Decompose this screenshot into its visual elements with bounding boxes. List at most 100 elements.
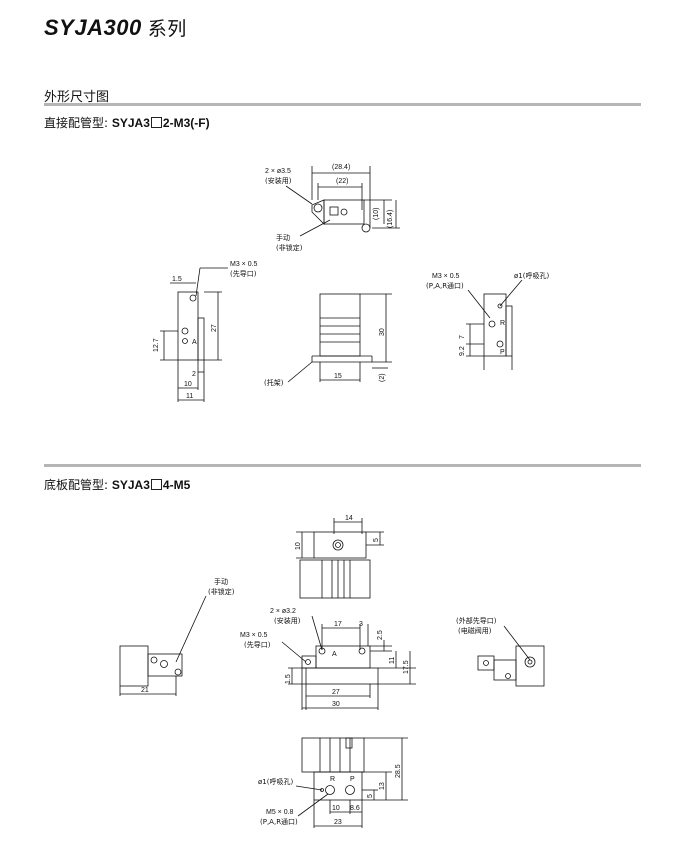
- p2-bottom-port-note: (P,A,R通口): [260, 817, 298, 826]
- p1-mount-holes: 2 × ø3.5: [265, 168, 291, 175]
- p1-mount-note: (安装用): [265, 176, 292, 185]
- series-suffix: 系列: [147, 18, 187, 40]
- p1-mid-d1: 30: [379, 328, 386, 336]
- part1-code-a: SYJA3: [111, 116, 150, 130]
- p2-bottom-breather: ø1(呼吸孔): [258, 777, 293, 786]
- p1-right-view: M3 × 0.5 (P,A,R通口) ø1(呼吸孔) R P 7 9.2: [426, 271, 549, 370]
- p1-left-d5: 10: [184, 381, 192, 388]
- blank-box-icon: [150, 479, 162, 490]
- mount-hole-icon: [313, 203, 323, 213]
- p1-left-d2: 12.7: [153, 338, 160, 352]
- port-icon: [488, 320, 496, 328]
- p1-right-port-p: P: [500, 349, 505, 356]
- p1-dim-w: (28.4): [332, 164, 350, 171]
- port-icon: [305, 659, 311, 665]
- p1-left-d4: 2: [192, 371, 196, 378]
- p2-bottom-d1: 28.5: [395, 764, 402, 778]
- p2-bottom-port-p: P: [350, 776, 355, 783]
- blank-box-icon: [150, 117, 162, 128]
- mount-hole-icon: [150, 656, 158, 664]
- p1-right-port-note: (P,A,R通口): [426, 281, 464, 290]
- mount-hole-icon: [361, 223, 371, 233]
- port-icon: [345, 785, 355, 795]
- port-icon: [524, 656, 536, 668]
- p2-center-d5: 17.5: [403, 660, 410, 674]
- p2-bottom-d3: 5: [367, 794, 374, 798]
- p2-manual: 手动: [214, 577, 228, 586]
- p2-center-d4: 11: [389, 657, 396, 664]
- p2-bottom-d6: 23: [334, 819, 342, 826]
- p1-right-d1: 7: [459, 335, 466, 339]
- p2-bottom-d2: 13: [379, 782, 386, 790]
- mount-hole-icon: [358, 647, 366, 655]
- p2-center-d2: 3: [359, 621, 363, 628]
- p1-right-port-r: R: [500, 320, 505, 327]
- p1-dim-h2: (16.4): [387, 210, 394, 228]
- p1-left-d3: 27: [211, 324, 218, 332]
- p1-left-d1: 1.5: [172, 276, 182, 283]
- p2-mount-note: (安装用): [274, 616, 301, 625]
- section-rule: [44, 103, 641, 106]
- p1-right-port-thread: M3 × 0.5: [432, 273, 460, 280]
- p1-mid-view: 30 15 (2) (托架): [264, 293, 392, 387]
- p1-manual-note: (非锁定): [276, 243, 303, 252]
- p2-top-view: 14 5 10: [295, 515, 384, 599]
- p2-right-view: (外部先导口) (电磁阀用): [456, 616, 545, 687]
- p1-left-port-a: A: [192, 339, 197, 346]
- part1-label: 直接配管型:: [44, 116, 109, 130]
- p2-center-d6: 1.5: [285, 674, 292, 684]
- p2-center-d7: 27: [332, 689, 340, 696]
- part2-code-a: SYJA3: [111, 478, 150, 492]
- port-icon: [332, 539, 344, 551]
- p2-top-d1: 14: [345, 515, 353, 522]
- breather-icon: [497, 303, 503, 309]
- p2-ext-pilot-note: (电磁阀用): [458, 626, 492, 635]
- section-title: 外形尺寸图: [44, 90, 110, 105]
- port-icon: [181, 327, 189, 335]
- p2-center-d8: 30: [332, 701, 340, 708]
- p1-right-breather: ø1(呼吸孔): [514, 271, 549, 280]
- port-icon: [496, 340, 504, 348]
- p1-dim-h1: (10): [373, 208, 380, 220]
- p1-mid-bracket: (托架): [264, 378, 284, 387]
- p2-mount-holes: 2 × ø3.2: [270, 608, 296, 615]
- series-name: SYJA300: [44, 15, 142, 40]
- p1-mid-d3: (2): [379, 373, 386, 382]
- mount-hole-icon: [318, 647, 326, 655]
- p2-top-d2: 5: [373, 538, 380, 542]
- p2-port-note: (先导口): [244, 640, 271, 649]
- p1-left-d6: 11: [186, 393, 193, 400]
- mount-hole-icon: [174, 668, 182, 676]
- port-icon: [189, 294, 197, 302]
- p2-bottom-d4: 10: [332, 805, 340, 812]
- p2-bottom-port-thread: M5 × 0.8: [266, 809, 294, 816]
- p1-top-view: 2 × ø3.5 (安装用) (28.4) (22) (10) (16.4) 手…: [265, 164, 400, 252]
- p1-right-d2: 9.2: [459, 346, 466, 356]
- p2-ext-pilot: (外部先导口): [456, 616, 497, 625]
- p2-center-port-a: A: [332, 651, 337, 658]
- port-icon: [340, 208, 348, 216]
- port-icon: [325, 785, 335, 795]
- p2-left-view: 手动 (非锁定) 21: [119, 577, 235, 696]
- p1-dim-w2: (22): [336, 178, 348, 185]
- p2-bottom-port-r: R: [330, 776, 335, 783]
- p1-left-port-thread: M3 × 0.5: [230, 261, 258, 268]
- part1-code-b: 2-M3(-F): [162, 116, 210, 130]
- p2-top-d3: 10: [295, 542, 302, 550]
- part1-heading: 直接配管型: SYJA3 2-M3(-F): [44, 114, 210, 131]
- p1-manual: 手动: [276, 233, 290, 242]
- p2-center-d3: 2.5: [377, 630, 384, 640]
- p2-bottom-d5: 8.6: [350, 805, 360, 812]
- p2-bottom-view: R P ø1(呼吸孔) M5 × 0.8 (P,A,R通口) 28.5 13 5…: [258, 737, 408, 828]
- part2-code-b: 4-M5: [162, 478, 191, 492]
- mount-hole-icon: [483, 660, 489, 666]
- p1-left-view: M3 × 0.5 (先导口) 1.5 A 12.7 27 2 10 11: [153, 261, 258, 402]
- p2-port-thread: M3 × 0.5: [240, 632, 268, 639]
- p2-center-d1: 17: [334, 621, 342, 628]
- port-icon: [160, 660, 168, 668]
- mount-hole-icon: [505, 673, 511, 679]
- p1-mid-d2: 15: [334, 373, 342, 380]
